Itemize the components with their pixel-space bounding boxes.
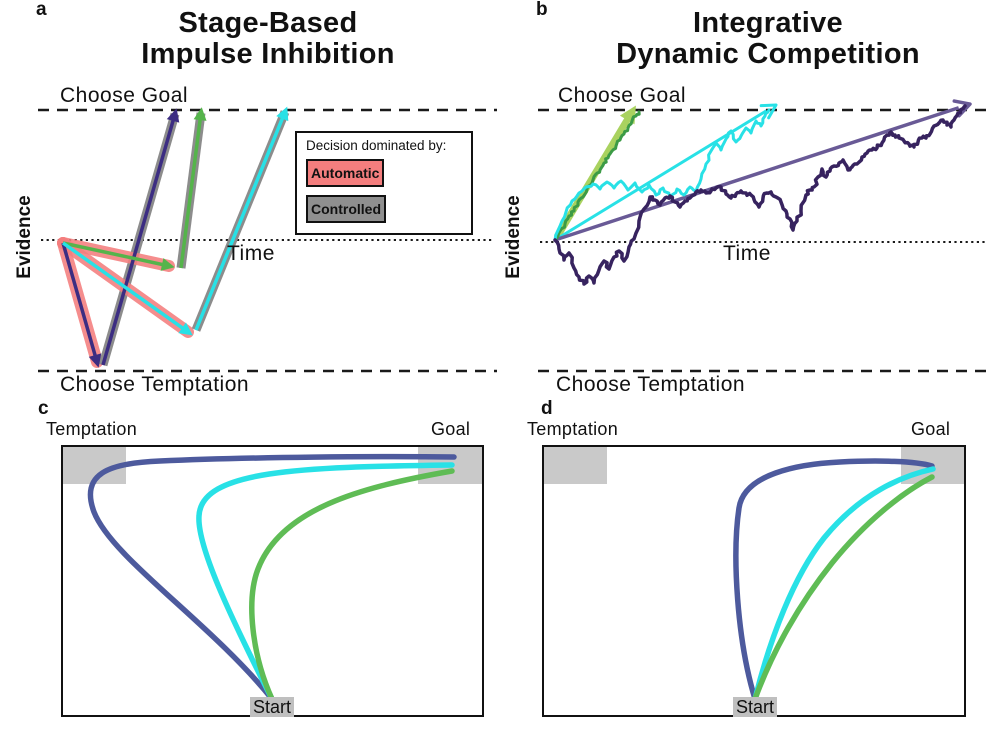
panel-d-plot-frame bbox=[542, 445, 966, 717]
panel-b-choose-temptation-label: Choose Temptation bbox=[556, 373, 746, 396]
panel-c-trajectory-cyan bbox=[196, 462, 455, 702]
trial-purple-controlled-arrow bbox=[101, 118, 176, 366]
panel-b-label: b bbox=[536, 0, 548, 20]
panel-c-trajectory-navy bbox=[87, 453, 457, 702]
panel-c-label: c bbox=[38, 398, 49, 419]
legend-swatch-controlled: Controlled bbox=[306, 195, 386, 223]
panel-c-trajectory-green bbox=[249, 468, 455, 702]
drift-arrow-purple bbox=[554, 106, 960, 242]
trial-purple-controlled-arrow-head bbox=[166, 108, 180, 123]
decision-legend: Decision dominated by: Automatic Control… bbox=[295, 131, 473, 235]
panel-a-time-axis-label: Time bbox=[227, 242, 275, 265]
panel-b-title: Integrative Dynamic Competition bbox=[548, 7, 988, 71]
panel-d-temptation-label: Temptation bbox=[527, 419, 619, 439]
legend-title: Decision dominated by: bbox=[306, 138, 447, 153]
panel-b-time-axis-label: Time bbox=[723, 242, 771, 265]
walk-purple bbox=[553, 104, 967, 286]
panel-c-plot-frame bbox=[61, 445, 484, 717]
legend-swatch-automatic: Automatic bbox=[306, 159, 385, 187]
panel-c-temptation-label: Temptation bbox=[46, 419, 138, 439]
panel-a-title: Stage-Based Impulse Inhibition bbox=[88, 7, 448, 71]
walk-green bbox=[554, 110, 641, 241]
trial-cyan-controlled-arrow bbox=[194, 116, 285, 331]
trial-cyan-automatic-arrow-head bbox=[178, 322, 193, 336]
trial-cyan-automatic-arrow bbox=[61, 241, 185, 331]
trial-purple-automatic-arrow-head bbox=[88, 353, 102, 368]
panel-d-temptation-zone bbox=[544, 447, 607, 484]
panel-d-trajectory-navy bbox=[733, 458, 935, 702]
drift-arrow-purple-head bbox=[952, 99, 972, 118]
panel-a-evidence-axis-label: Evidence bbox=[14, 195, 35, 279]
panel-a-choose-goal-label: Choose Goal bbox=[60, 84, 189, 107]
trial-green-controlled-arrow-head bbox=[193, 107, 207, 121]
panel-c-start-label: Start bbox=[250, 697, 295, 717]
trial-cyan-controlled-arrow-head bbox=[276, 106, 289, 122]
panel-d-trajectory-green bbox=[752, 474, 935, 702]
panel-d-label: d bbox=[541, 398, 553, 419]
drift-arrow-cyan-head bbox=[759, 103, 778, 120]
panel-b-choose-goal-label: Choose Goal bbox=[558, 84, 687, 107]
panel-b-title-line2: Dynamic Competition bbox=[616, 38, 920, 71]
trial-green-automatic-arrow bbox=[62, 241, 165, 267]
panel-a-choose-temptation-label: Choose Temptation bbox=[60, 373, 250, 396]
panel-b-evidence-axis-label: Evidence bbox=[503, 195, 524, 279]
trial-green-automatic-arrow-head bbox=[160, 258, 175, 271]
walk-cyan bbox=[553, 108, 771, 242]
trial-purple-automatic-arrow bbox=[61, 242, 98, 358]
panel-d-goal-label: Goal bbox=[911, 419, 951, 439]
trial-green-controlled-arrow bbox=[179, 117, 203, 269]
panel-b-title-line1: Integrative bbox=[693, 7, 843, 39]
panel-d-start-label: Start bbox=[733, 697, 778, 717]
panel-a-title-line1: Stage-Based bbox=[178, 7, 358, 39]
panel-d-trajectory-cyan bbox=[752, 466, 936, 702]
drift-arrow-cyan bbox=[554, 109, 768, 242]
panel-c-goal-label: Goal bbox=[431, 419, 471, 439]
panel-a-title-line2: Impulse Inhibition bbox=[141, 38, 395, 71]
panel-a-label: a bbox=[36, 0, 47, 20]
